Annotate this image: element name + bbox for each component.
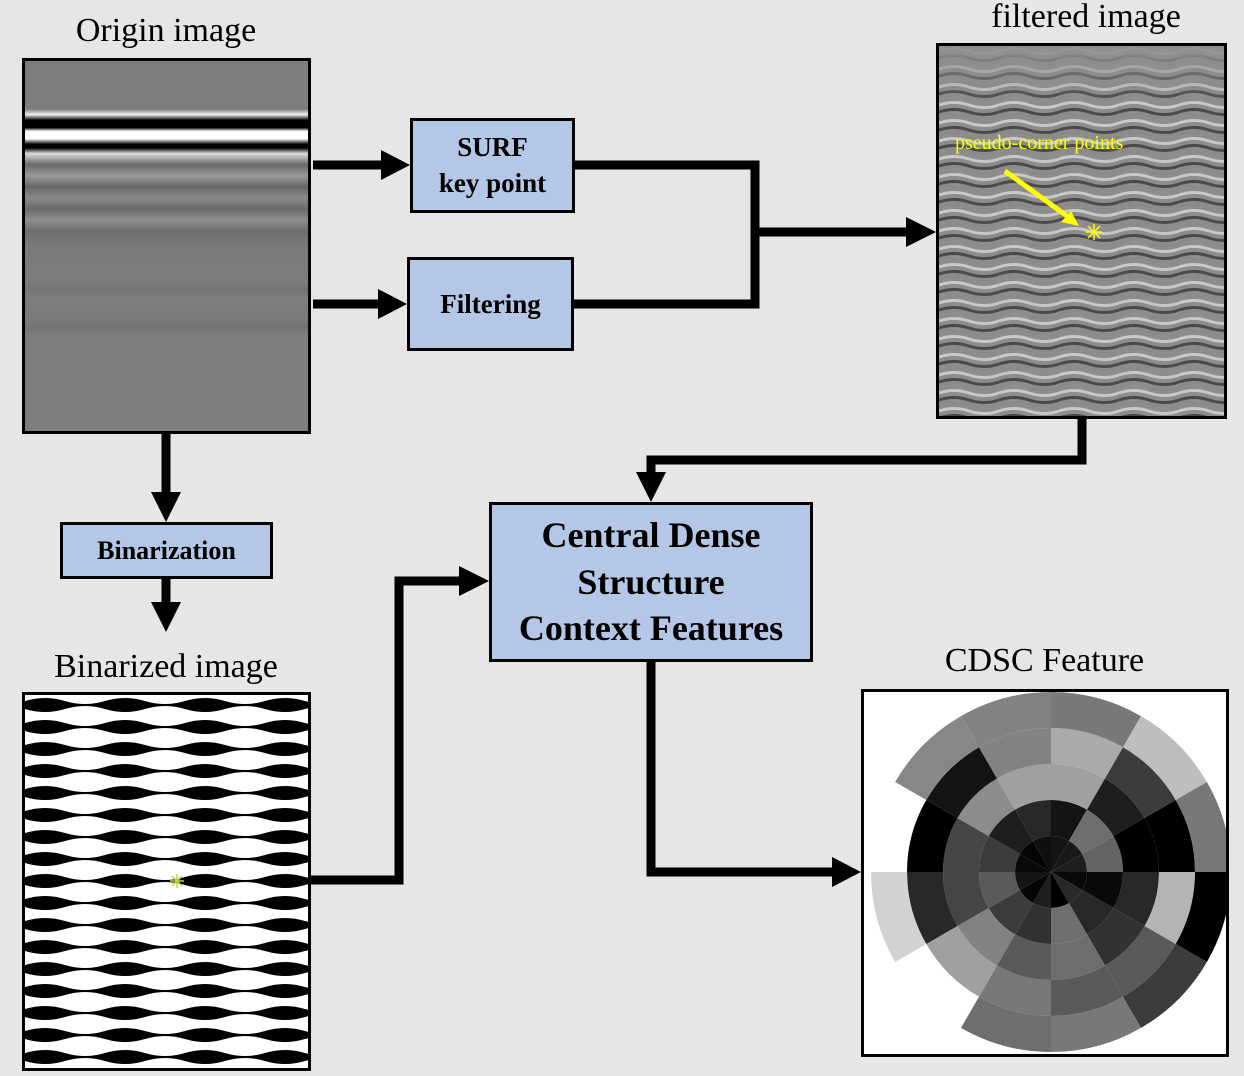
polar-bin bbox=[997, 934, 1051, 980]
polar-bin bbox=[1033, 872, 1051, 908]
polar-bin bbox=[957, 908, 1015, 966]
polar-bin bbox=[1033, 836, 1051, 872]
origin-image-caption: Origin image bbox=[75, 12, 257, 49]
cdsc-feature-image bbox=[861, 689, 1229, 1057]
arrowhead-to-binarization bbox=[151, 492, 181, 522]
polar-bin bbox=[1051, 692, 1141, 748]
polar-bin bbox=[1051, 872, 1069, 908]
polar-bin bbox=[1087, 908, 1145, 966]
polar-bin bbox=[1175, 872, 1226, 962]
polar-bin bbox=[988, 890, 1033, 935]
polar-bin bbox=[1113, 872, 1159, 926]
arrowhead-to-surf bbox=[381, 150, 410, 180]
polar-bin bbox=[1015, 872, 1051, 890]
pseudo-corner-arrowhead bbox=[1061, 211, 1079, 226]
arrowhead-to-cdsc-left bbox=[459, 566, 489, 596]
polar-bin bbox=[926, 926, 997, 997]
arrowhead-to-filtered bbox=[906, 217, 936, 247]
polar-bin bbox=[979, 836, 1020, 872]
polar-bin bbox=[1051, 872, 1083, 904]
filtered-image-caption: filtered image bbox=[991, 0, 1181, 35]
polar-bin bbox=[1123, 716, 1207, 800]
arrowhead-to-filtering bbox=[378, 289, 407, 319]
polar-bin bbox=[1051, 965, 1123, 1016]
polar-bin bbox=[907, 872, 958, 944]
surf-label-line1: SURF bbox=[457, 132, 528, 163]
pseudo-corner-point-icon bbox=[1086, 224, 1102, 240]
polar-bin bbox=[957, 778, 1015, 836]
polar-bin bbox=[1051, 764, 1105, 810]
polar-bin bbox=[1051, 903, 1087, 944]
cdsc-polar-plot bbox=[871, 692, 1226, 1052]
cdsc-label-line2: Structure bbox=[577, 561, 725, 602]
polar-bin bbox=[1069, 890, 1114, 935]
polar-bin bbox=[997, 764, 1051, 810]
polar-bin bbox=[907, 800, 958, 872]
cdsc-box: Central Dense Structure Context Features bbox=[489, 502, 813, 662]
connector-merge bbox=[574, 160, 760, 309]
polar-bin bbox=[1113, 818, 1159, 872]
polar-bin bbox=[979, 728, 1051, 779]
polar-bin bbox=[961, 996, 1051, 1052]
binarized-image-graphic bbox=[25, 695, 308, 1068]
polar-bin bbox=[1015, 903, 1051, 944]
pseudo-corner-arrow bbox=[1003, 168, 1073, 222]
polar-bin bbox=[895, 716, 979, 800]
polar-bin bbox=[1123, 944, 1207, 1028]
polar-bin bbox=[943, 872, 989, 926]
filtered-image: pseudo-corner points bbox=[936, 43, 1227, 419]
connector-cdsc-to-feature bbox=[646, 662, 836, 877]
filtering-label: Filtering bbox=[440, 288, 541, 319]
binarization-label: Binarization bbox=[97, 535, 236, 565]
polar-bin bbox=[1015, 854, 1051, 872]
binarized-image-caption: Binarized image bbox=[54, 648, 278, 685]
connector-binarized-to-cdsc bbox=[311, 576, 463, 885]
polar-bin bbox=[1051, 840, 1083, 872]
surf-label-line2: key point bbox=[438, 167, 547, 198]
polar-bin bbox=[988, 809, 1033, 854]
surf-key-point-box: SURF key point bbox=[410, 118, 575, 213]
key-point-icon bbox=[170, 874, 184, 888]
polar-bin bbox=[1144, 800, 1195, 872]
arrowhead-to-cdsc-top bbox=[636, 472, 666, 502]
polar-bin bbox=[1051, 836, 1069, 872]
pseudo-corner-label: pseudo-corner points bbox=[955, 132, 1124, 154]
polar-bin bbox=[979, 965, 1051, 1016]
polar-bin bbox=[979, 872, 1020, 908]
polar-bin bbox=[1051, 872, 1087, 890]
polar-bin bbox=[961, 692, 1051, 748]
polar-bin bbox=[1087, 778, 1145, 836]
polar-bin bbox=[1051, 854, 1087, 872]
polar-bin bbox=[1144, 872, 1195, 944]
binarized-image bbox=[22, 692, 311, 1071]
polar-bin bbox=[1019, 872, 1051, 904]
polar-bin bbox=[1015, 800, 1051, 841]
polar-bin bbox=[1069, 809, 1114, 854]
cdsc-label-line3: Context Features bbox=[518, 608, 784, 649]
cdsc-feature-caption: CDSC Feature bbox=[944, 642, 1145, 679]
cdsc-label-line1: Central Dense bbox=[541, 514, 761, 555]
polar-bin bbox=[1082, 836, 1123, 872]
polar-bin bbox=[1105, 926, 1176, 997]
polar-bin bbox=[1051, 728, 1123, 779]
origin-image bbox=[22, 58, 311, 434]
polar-bin bbox=[943, 818, 989, 872]
filtering-box: Filtering bbox=[407, 257, 574, 351]
filtered-image-graphic: pseudo-corner points bbox=[939, 46, 1224, 416]
polar-bin bbox=[926, 747, 997, 818]
polar-bin bbox=[1051, 934, 1105, 980]
polar-bin bbox=[1175, 782, 1226, 872]
connector-filtered-to-cdsc bbox=[646, 419, 1087, 478]
arrowhead-to-binarized bbox=[151, 602, 181, 632]
arrowhead-to-feature bbox=[832, 857, 861, 887]
polar-bin bbox=[1019, 840, 1051, 872]
polar-bin bbox=[1051, 800, 1087, 841]
origin-image-graphic bbox=[25, 61, 308, 431]
polar-bin bbox=[871, 872, 927, 962]
polar-bin bbox=[1051, 996, 1141, 1052]
polar-bin bbox=[1082, 872, 1123, 908]
binarization-box: Binarization bbox=[60, 522, 273, 579]
polar-bin bbox=[1105, 747, 1176, 818]
